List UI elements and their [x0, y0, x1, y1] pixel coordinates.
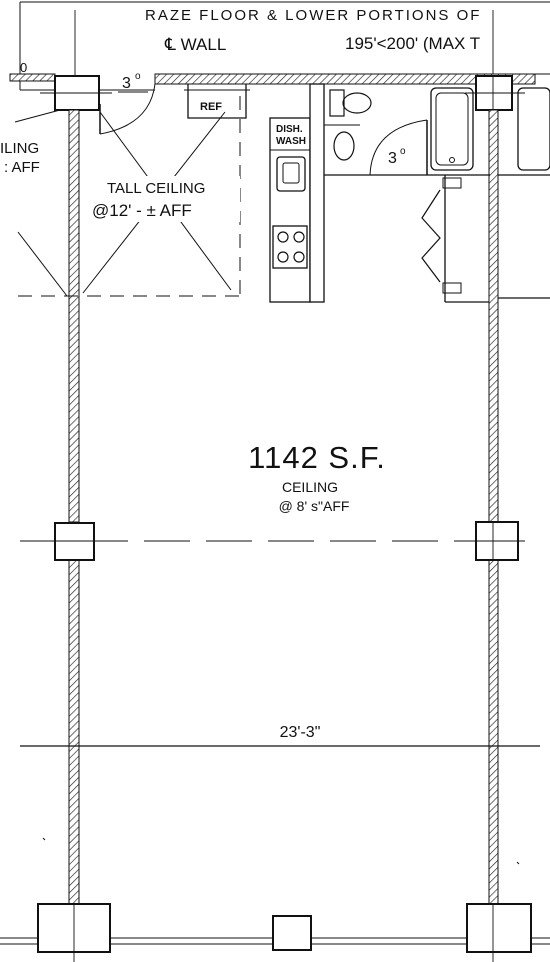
- burner-1: [277, 231, 289, 243]
- column-bottom-center: [272, 915, 312, 951]
- kitchen-sink: [276, 156, 306, 192]
- burner-4: [293, 251, 305, 263]
- left-clip-label-1: ILING: [0, 140, 39, 157]
- left-clip-diagonal: [17, 231, 68, 297]
- door-swing-arc: [99, 83, 156, 135]
- closet-bifold-door: [421, 189, 441, 283]
- door-swing-label-right: 3: [388, 150, 397, 167]
- dimension-label: 23'-3": [280, 724, 321, 741]
- column-bottom-right: [466, 903, 532, 953]
- ceiling-label-1: CEILING: [282, 479, 338, 495]
- door-swing-label-left: 3: [122, 75, 131, 92]
- kitchen-sink-basin: [282, 162, 300, 184]
- area-label: 1142 S.F.: [248, 440, 386, 475]
- tall-ceiling-region: TALL CEILING @12' - ± AFF: [18, 96, 241, 297]
- header-clipped-note: RAZE FLOOR & LOWER PORTIONS OF: [145, 7, 481, 24]
- centerline-wall-label: ℄ WALL: [164, 35, 226, 54]
- closet-header: [442, 177, 462, 189]
- closet-jamb: [442, 282, 462, 294]
- left-clip-label-2: : AFF: [4, 159, 40, 176]
- top-wall-main-segment: [154, 73, 536, 85]
- cooktop: [272, 225, 308, 269]
- bottom-wall: [0, 903, 550, 953]
- column-mid-left: [54, 522, 95, 561]
- refrigerator: REF: [184, 84, 250, 119]
- top-columns: [40, 75, 525, 111]
- tall-ceiling-label-bg: [100, 176, 240, 222]
- burner-3: [277, 251, 289, 263]
- bathtub-neighbor: [517, 87, 550, 171]
- degree-mark-right: o: [400, 146, 406, 157]
- width-dimension: 23'-3": [20, 724, 540, 747]
- toilet-bowl: [342, 92, 372, 114]
- toilet-tank: [329, 89, 345, 117]
- left-clipped-room: ILING : AFF: [0, 109, 68, 297]
- refrigerator-label: REF: [200, 101, 222, 113]
- bathroom: 3 o: [324, 87, 550, 176]
- tall-ceiling-label-1: TALL CEILING: [107, 180, 205, 197]
- closet: [421, 174, 550, 303]
- lavatory-sink: [333, 131, 355, 161]
- right-wall-upper: [488, 109, 499, 523]
- burner-2: [293, 231, 305, 243]
- stray-mark-2: [516, 861, 520, 865]
- refrigerator-outline: [187, 84, 247, 119]
- degree-mark-left: o: [135, 71, 141, 82]
- top-left-mark: 0: [20, 60, 27, 75]
- bathtub-drain: [449, 157, 455, 163]
- tall-ceiling-label-2: @12' - ± AFF: [92, 201, 192, 220]
- bathtub: [430, 87, 474, 171]
- left-clip-diagonal-upper: [14, 109, 61, 123]
- bath-door-swing: [369, 119, 428, 176]
- kitchen-counter: DISH. WASH: [269, 83, 325, 303]
- ceiling-label-2: @ 8' s"AFF: [279, 498, 350, 514]
- height-note: 195'<200' (MAX T: [345, 34, 480, 53]
- top-wall-left-segment: [9, 73, 56, 82]
- left-wall-lower: [68, 559, 80, 905]
- dishwasher-label-2: WASH: [276, 136, 306, 147]
- dishwasher-label-1: DISH.: [276, 124, 303, 135]
- right-wall-lower: [488, 559, 499, 905]
- mid-grid: [20, 521, 525, 561]
- kitchen-wall-partition: [309, 83, 325, 303]
- stray-mark-1: [42, 837, 46, 841]
- header-region: RAZE FLOOR & LOWER PORTIONS OF ℄ WALL 19…: [19, 1, 550, 90]
- left-wall-upper: [68, 109, 80, 523]
- bathtub-inner: [435, 92, 469, 166]
- main-room: 1142 S.F. CEILING @ 8' s"AFF: [248, 440, 386, 514]
